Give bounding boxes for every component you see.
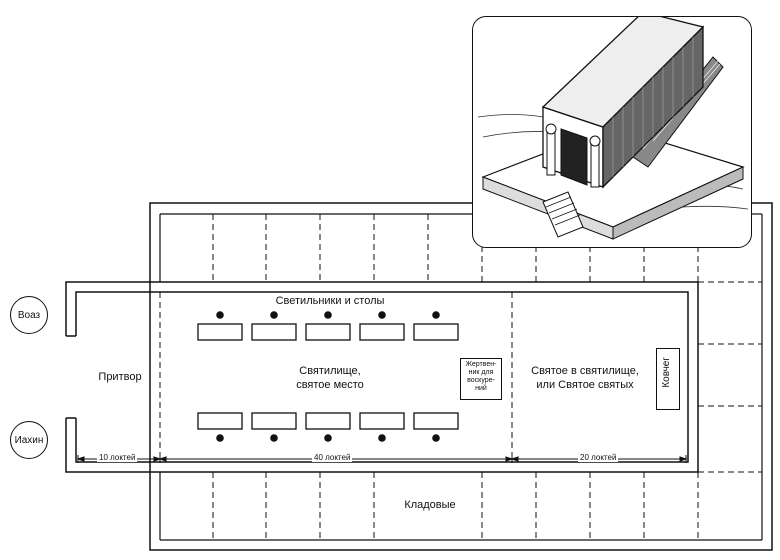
ark-of-covenant: Ковчег bbox=[656, 348, 680, 410]
incense-altar: Жертвен- ник для воскуре- ний bbox=[460, 358, 502, 400]
lampstands-bottom bbox=[216, 434, 440, 442]
altar-line4: ний bbox=[475, 385, 487, 392]
pillar-jachin: Иахин bbox=[10, 421, 48, 459]
dim-porch: 10 локтей bbox=[97, 453, 138, 462]
incense-altar-label: Жертвен- ник для воскуре- ний bbox=[461, 361, 501, 393]
storeroom-partitions-bottom bbox=[212, 472, 699, 540]
temple-illustration bbox=[472, 16, 752, 248]
storeroom-partitions-top bbox=[212, 214, 699, 282]
outer-wall bbox=[149, 202, 773, 551]
ark-label: Ковчег bbox=[661, 357, 672, 388]
most-holy-label: Святое в святилище, или Святое святых bbox=[520, 364, 650, 392]
temple-3d-icon bbox=[477, 17, 749, 240]
dim-most-holy: 20 локтей bbox=[578, 453, 619, 462]
altar-line2: ник для bbox=[468, 369, 494, 376]
most-holy-line1: Святое в святилище, bbox=[531, 365, 639, 377]
dim-holy-place: 40 локтей bbox=[312, 453, 353, 462]
storerooms-label: Кладовые bbox=[404, 499, 456, 511]
pillar-jachin-label: Иахин bbox=[14, 434, 44, 446]
main-walls bbox=[65, 281, 699, 473]
storeroom-partitions-right bbox=[698, 281, 762, 473]
holy-place-line2: святое место bbox=[296, 379, 364, 391]
lamps-tables-label: Светильники и столы bbox=[275, 295, 385, 307]
altar-line3: воскуре- bbox=[467, 377, 495, 384]
pillar-boaz-label: Воаз bbox=[17, 309, 41, 321]
tables-bottom bbox=[197, 412, 459, 430]
holy-place-label: Святилище, святое место bbox=[260, 364, 400, 392]
pillar-boaz: Воаз bbox=[10, 296, 48, 334]
most-holy-line2: или Святое святых bbox=[536, 379, 634, 391]
altar-line1: Жертвен- bbox=[465, 361, 497, 368]
lampstands-top bbox=[216, 311, 440, 319]
holy-place-line1: Святилище, bbox=[299, 365, 361, 377]
tables-top bbox=[197, 323, 459, 341]
porch-label: Притвор bbox=[98, 371, 142, 383]
